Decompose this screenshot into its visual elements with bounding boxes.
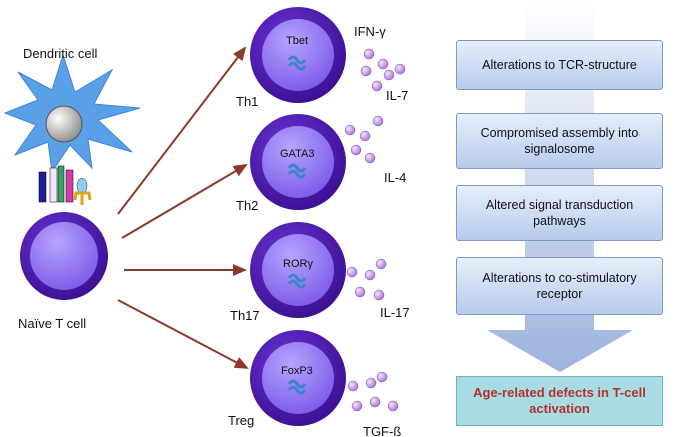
th17-cytokine-il17: IL-17 — [380, 305, 410, 320]
th2-cytokines — [344, 115, 384, 164]
defect-box-costimulatory: Alterations to co-stimulatory receptor — [456, 257, 663, 315]
dendritic-cell — [3, 53, 141, 174]
th17-cytokines — [346, 258, 387, 301]
th17-label: Th17 — [230, 308, 260, 323]
naive-t-cell — [20, 212, 108, 300]
th2-factor: GATA3 — [280, 148, 314, 160]
arrow-to-th2 — [121, 163, 248, 239]
th17-cell — [250, 222, 346, 318]
defect-box-tcr: Alterations to TCR-structure — [456, 40, 663, 90]
outcome-box: Age-related defects in T-cell activation — [456, 376, 663, 426]
defect-tcr-text: Alterations to TCR-structure — [482, 58, 637, 72]
th1-cytokine-ifn: IFN-γ — [354, 24, 386, 39]
receptor-complex — [38, 165, 92, 205]
th2-cytokine-il4: IL-4 — [384, 170, 406, 185]
defect-costimulatory-text: Alterations to co-stimulatory receptor — [482, 271, 637, 301]
th1-cytokines — [360, 48, 406, 92]
th1-cell — [250, 7, 346, 103]
th1-factor: Tbet — [286, 35, 308, 47]
defect-signal-transduction-text: Altered signal transduction pathways — [485, 198, 634, 228]
th1-cytokine-il7: IL-7 — [386, 88, 408, 103]
treg-cell — [250, 330, 346, 426]
defect-box-signalosome: Compromised assembly into signalosome — [456, 113, 663, 169]
defect-box-signal-transduction: Altered signal transduction pathways — [456, 185, 663, 241]
treg-cytokine-tgf: TGF-ß — [363, 424, 401, 437]
th2-cell — [250, 114, 346, 210]
defect-signalosome-text: Compromised assembly into signalosome — [480, 126, 639, 156]
naive-t-cell-label: Naïve T cell — [18, 316, 86, 331]
th1-label: Th1 — [236, 94, 258, 109]
arrow-to-treg — [117, 299, 249, 369]
treg-label: Treg — [228, 413, 254, 428]
th17-factor: RORγ — [283, 258, 313, 270]
arrow-to-th1 — [117, 46, 247, 215]
th2-label: Th2 — [236, 198, 258, 213]
dendritic-cell-label: Dendritic cell — [23, 46, 98, 61]
treg-cytokines — [347, 371, 399, 412]
outcome-text: Age-related defects in T-cell activation — [473, 385, 646, 416]
treg-factor: FoxP3 — [281, 365, 313, 377]
